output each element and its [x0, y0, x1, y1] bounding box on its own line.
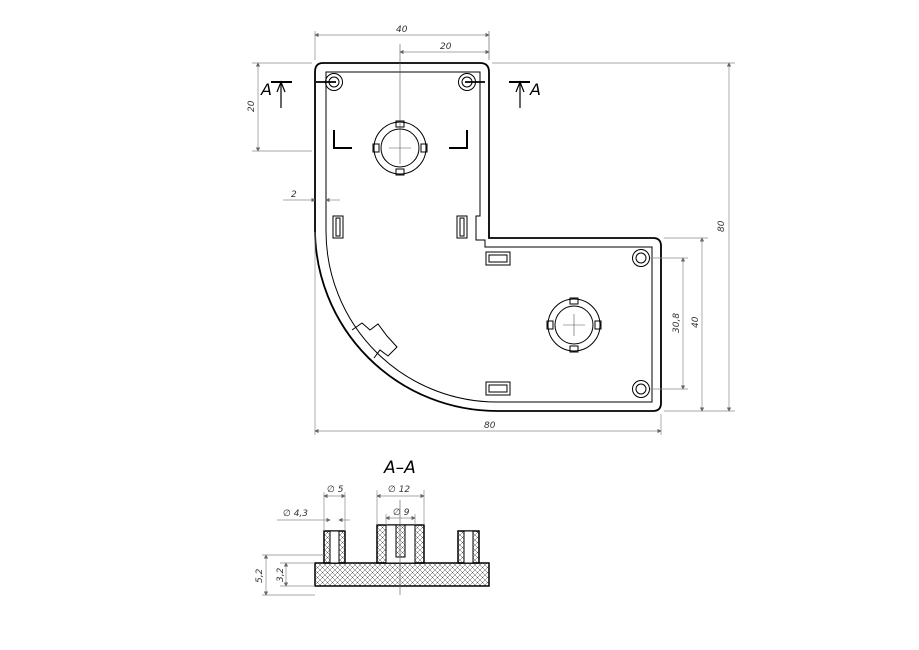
section-title: A–A — [383, 458, 416, 478]
dimension-top-width-label: 40 — [396, 25, 408, 35]
dimension-pin-inner-label: ∅ 4,3 — [283, 509, 308, 519]
rib-corners — [333, 130, 468, 149]
section-cut-line — [271, 80, 530, 108]
arc-notch — [351, 322, 398, 359]
dimension-height-total-label: 5,2 — [255, 568, 265, 583]
dimension-pin-outer — [323, 492, 346, 531]
dimension-height-base — [280, 562, 315, 587]
inner-contour — [325, 71, 653, 403]
plan-view: A A 40 20 20 2 — [247, 25, 735, 435]
section-marker-left: A — [260, 80, 272, 99]
dimension-height-base-label: 3,2 — [276, 567, 286, 582]
dimension-overall-height-label: 80 — [717, 220, 727, 232]
boss-lower — [546, 297, 602, 353]
center-lines — [389, 44, 585, 336]
dimension-boss-inner — [385, 514, 416, 525]
dimension-leg-width-label: 40 — [691, 316, 701, 328]
mounting-hole-right-bottom — [632, 380, 650, 398]
outer-contour — [314, 62, 662, 412]
dimension-hole-spacing-label: 30,8 — [672, 313, 682, 333]
dimension-boss-outer — [376, 490, 425, 525]
dimension-left-height-label: 20 — [247, 100, 257, 112]
dimension-height-total — [262, 554, 324, 596]
dimension-pin-outer-label: ∅ 5 — [327, 485, 344, 495]
section-marker-right: A — [529, 80, 541, 99]
dimension-overall-width-label: 80 — [484, 421, 496, 431]
dimension-hole-spacing — [650, 257, 688, 390]
section-base — [314, 562, 490, 587]
dimension-boss-inner-label: ∅ 9 — [393, 508, 410, 518]
dimension-wall-label: 2 — [291, 190, 297, 200]
dimension-boss-outer-label: ∅ 12 — [388, 485, 410, 495]
dimension-overall-height — [492, 62, 735, 412]
section-view: A–A ∅ 5 ∅ 4,3 ∅ 12 — [255, 458, 490, 596]
dimension-top-width — [314, 31, 490, 60]
dimension-overall-width — [314, 232, 662, 435]
dimension-leg-width — [664, 237, 708, 412]
dimension-left-height — [252, 62, 312, 152]
slots — [332, 215, 511, 396]
dimension-top-half-label: 20 — [440, 42, 452, 52]
mounting-hole-right-top — [632, 249, 650, 267]
dimension-top-half — [399, 31, 490, 60]
